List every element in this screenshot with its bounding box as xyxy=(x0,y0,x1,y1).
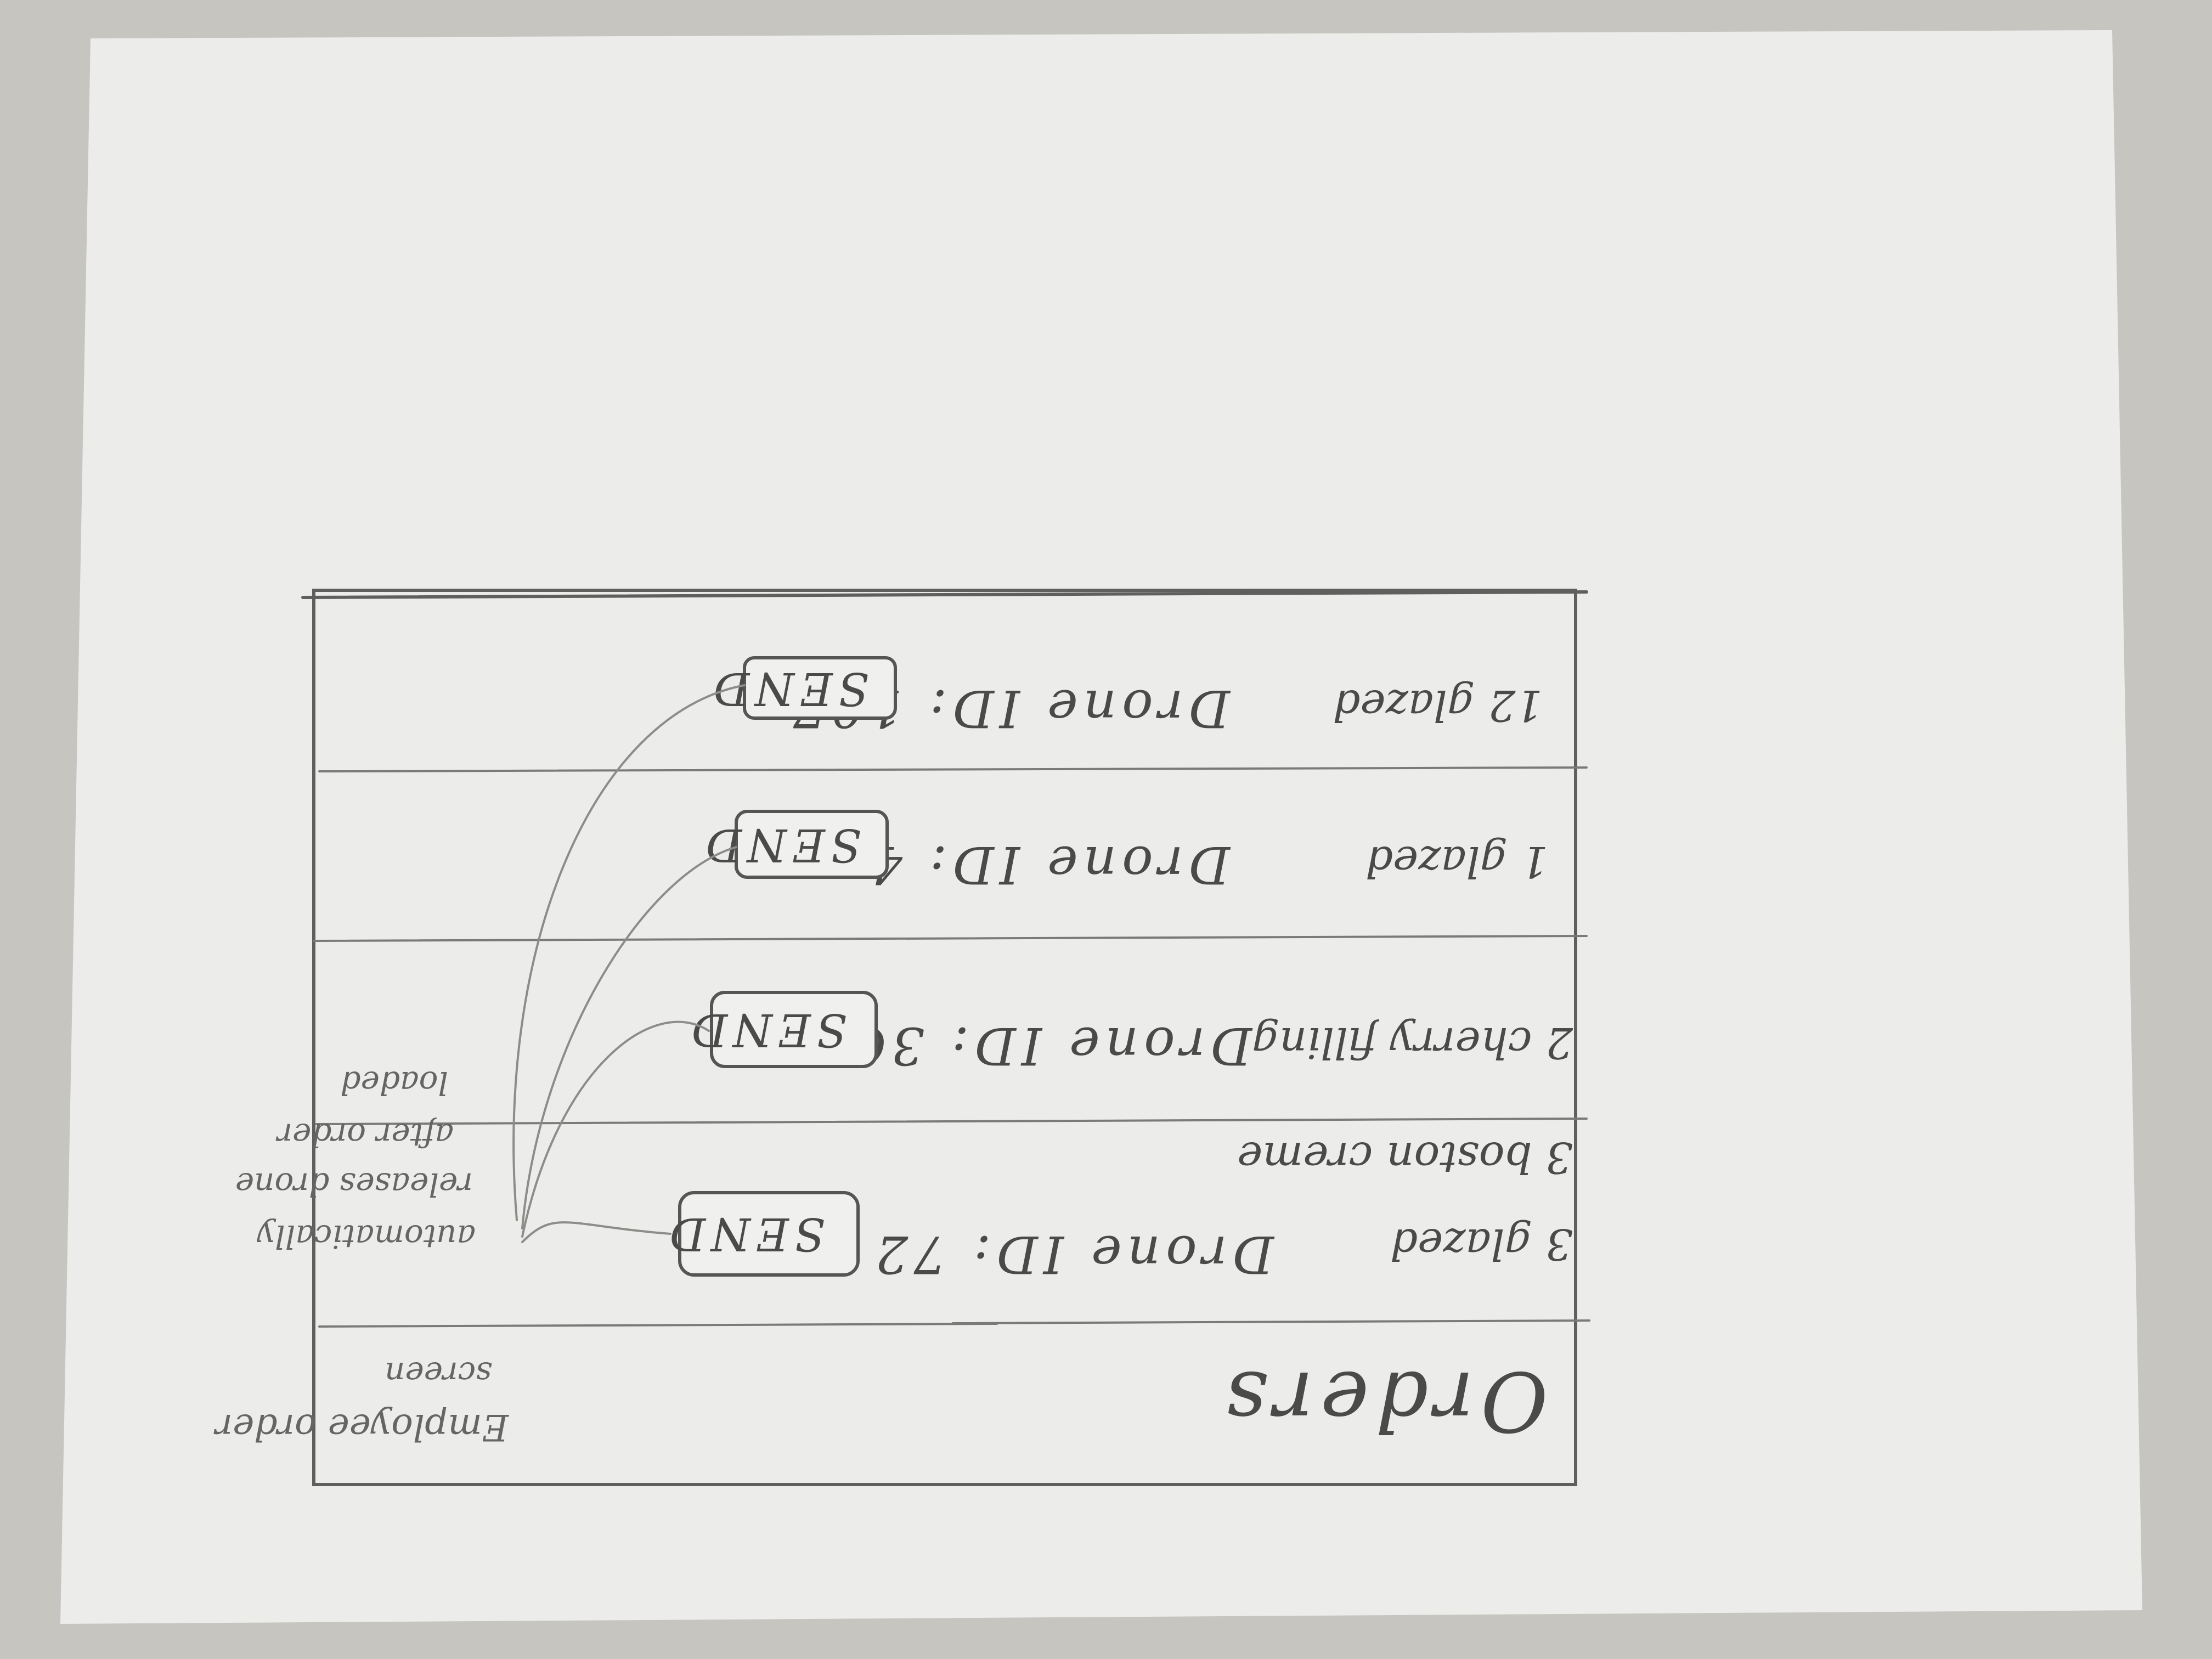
send-button-label: SEND xyxy=(664,1207,825,1260)
bottom-border xyxy=(301,590,1588,599)
send-arrow-3 xyxy=(521,846,737,1229)
send-note-line: automatically xyxy=(256,1218,476,1255)
send-button-outline[interactable] xyxy=(735,810,889,879)
order-divider-2 xyxy=(313,935,1588,942)
send-button[interactable]: SEND xyxy=(686,991,878,1068)
drone-id-label: Drone ID: 4 xyxy=(864,834,1231,894)
title-divider-right xyxy=(318,1323,998,1328)
drone-id-label: Drone ID: 3C xyxy=(841,1015,1253,1075)
order-item-text: 3 glazed xyxy=(1390,1219,1573,1268)
send-button-outline[interactable] xyxy=(710,991,878,1068)
send-button[interactable]: SEND xyxy=(664,1191,860,1277)
order-item-text: 12 glazed xyxy=(1333,680,1543,730)
send-button-label: SEND xyxy=(686,1003,847,1056)
send-note-line: releases drone xyxy=(235,1166,473,1203)
order-row-4: 12 glazed Drone ID: 107 SEND xyxy=(708,656,1543,738)
send-button-outline[interactable] xyxy=(678,1191,860,1277)
order-row-3: 1 glazed Drone ID: 4 SEND xyxy=(700,810,1548,894)
send-button[interactable]: SEND xyxy=(700,810,889,879)
page-title: Orders xyxy=(1219,1353,1548,1448)
send-button-outline[interactable] xyxy=(743,656,897,720)
send-button[interactable]: SEND xyxy=(708,656,897,720)
send-button-label: SEND xyxy=(700,819,861,871)
paper-sheet xyxy=(60,30,2142,1624)
send-arrow-2 xyxy=(521,1020,710,1238)
order-item-text: 3 boston creme xyxy=(1237,1132,1573,1182)
order-row-1: 3 glazed 3 boston creme Drone ID: 72 SEN… xyxy=(664,1132,1573,1284)
title-divider-left xyxy=(952,1319,1590,1324)
order-divider-3 xyxy=(318,766,1588,772)
orders-screen-frame xyxy=(312,589,1577,1486)
order-row-2: 2 cherry filling Drone ID: 3C SEND xyxy=(686,991,1573,1075)
order-divider-1 xyxy=(315,1118,1588,1125)
drone-id-label: Drone ID: 72 xyxy=(870,1224,1275,1284)
order-item-text: 1 glazed xyxy=(1365,837,1548,886)
send-arrow-1 xyxy=(521,1221,672,1243)
annotation-notes: Employee order screen automatically rele… xyxy=(213,1064,509,1448)
send-note-line: after order xyxy=(275,1116,454,1154)
screen-note-line: screen xyxy=(385,1355,492,1392)
send-arrow-4 xyxy=(512,684,746,1221)
employee-order-sketch: Orders 3 glazed 3 boston creme Drone ID:… xyxy=(213,589,1590,1486)
screen-note-line: Employee order xyxy=(213,1406,509,1448)
order-item-text: 2 cherry filling xyxy=(1252,1018,1573,1067)
send-note-line: loaded xyxy=(340,1064,448,1102)
